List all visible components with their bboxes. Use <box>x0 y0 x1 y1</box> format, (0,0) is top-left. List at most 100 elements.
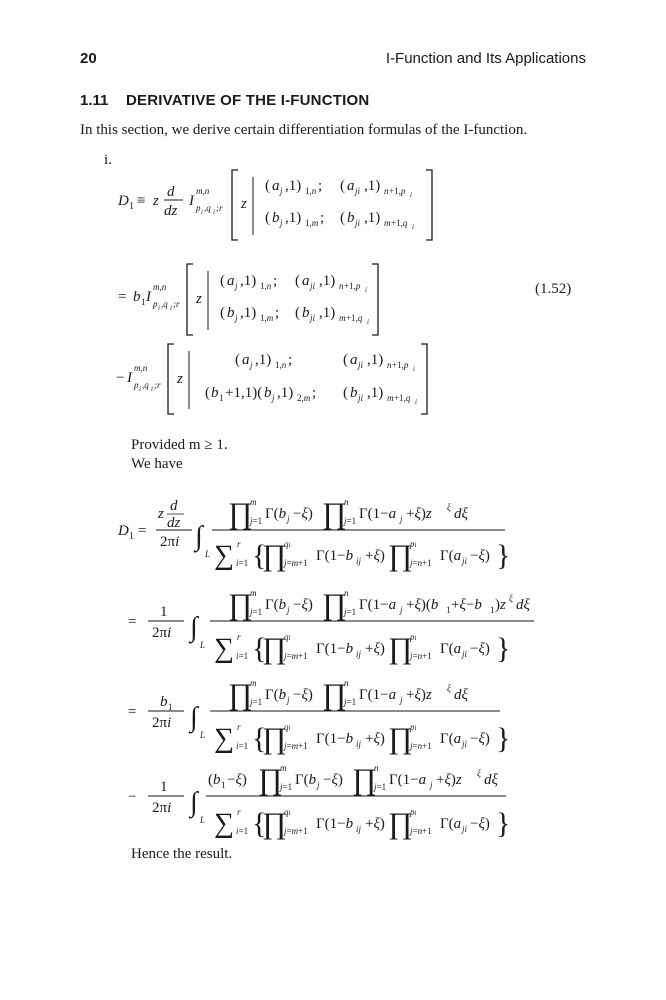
svg-text:∏: ∏ <box>228 588 253 621</box>
svg-text:Γ(b: Γ(b <box>265 506 287 522</box>
svg-text:j=n+1: j=n+1 <box>409 558 432 568</box>
svg-text:j: j <box>271 393 275 403</box>
svg-text:∫: ∫ <box>188 702 200 734</box>
svg-text:j=n+1: j=n+1 <box>409 741 432 751</box>
we-have-text: We have <box>131 456 183 472</box>
svg-text:(: ( <box>220 305 225 321</box>
svg-text:I: I <box>126 370 133 386</box>
svg-text:p: p <box>152 299 158 309</box>
svg-text:(: ( <box>340 210 345 226</box>
svg-text:j: j <box>279 186 283 196</box>
section-title: DERIVATIVE OF THE I-FUNCTION <box>126 92 370 109</box>
svg-text:=: = <box>128 614 136 630</box>
item-label: i. <box>104 152 112 168</box>
svg-text:d: d <box>170 498 178 514</box>
svg-text:{: { <box>252 632 266 665</box>
svg-text:i: i <box>170 304 172 312</box>
svg-text:qi: qi <box>284 539 291 549</box>
svg-text:{: { <box>252 807 266 840</box>
svg-text:∏: ∏ <box>228 678 253 711</box>
svg-text:Γ(a: Γ(a <box>440 548 461 564</box>
svg-text:∏: ∏ <box>322 497 347 530</box>
svg-text:dξ: dξ <box>454 687 469 703</box>
svg-text:−ξ): −ξ) <box>323 772 343 788</box>
svg-text:Γ(1−b: Γ(1−b <box>316 731 354 747</box>
svg-text:pi: pi <box>409 722 417 732</box>
svg-text:j: j <box>286 605 290 615</box>
svg-text:(: ( <box>295 273 300 289</box>
svg-text:∑: ∑ <box>214 633 234 664</box>
svg-text:,1): ,1) <box>240 273 256 289</box>
svg-text:b: b <box>133 289 141 305</box>
svg-text:a: a <box>302 273 310 289</box>
svg-text:m,n: m,n <box>196 186 210 196</box>
equation-number: (1.52) <box>535 281 572 297</box>
svg-text:(: ( <box>295 305 300 321</box>
svg-text:+ξ)z: +ξ)z <box>406 506 432 522</box>
svg-text:n: n <box>344 588 349 598</box>
svg-text:n: n <box>374 763 379 773</box>
svg-text:,1): ,1) <box>319 305 335 321</box>
svg-text:Γ(a: Γ(a <box>440 816 461 832</box>
svg-text:m: m <box>384 218 391 228</box>
svg-text:j: j <box>316 780 320 790</box>
svg-text:j: j <box>399 514 403 524</box>
svg-text:1,m: 1,m <box>260 313 274 323</box>
svg-text:(: ( <box>265 178 270 194</box>
svg-text:Γ(1−a: Γ(1−a <box>389 772 426 788</box>
svg-text:(b: (b <box>208 772 221 788</box>
svg-text:(: ( <box>343 352 348 368</box>
svg-text:r: r <box>237 807 241 817</box>
svg-text:=: = <box>138 523 146 539</box>
svg-text:pi: pi <box>409 807 417 817</box>
svg-text:=: = <box>118 289 126 305</box>
conclusion-text: Hence the result. <box>131 846 233 862</box>
svg-text:j=1: j=1 <box>343 516 356 526</box>
svg-text:n: n <box>387 360 392 370</box>
svg-text:ij: ij <box>356 824 362 834</box>
svg-text:i=1: i=1 <box>236 741 248 751</box>
svg-text:j=1: j=1 <box>343 607 356 617</box>
svg-text:j: j <box>279 218 283 228</box>
svg-text:+ξ)z: +ξ)z <box>406 687 432 703</box>
svg-text:i: i <box>415 398 417 406</box>
svg-text:∏: ∏ <box>388 807 413 840</box>
svg-text:i: i <box>413 365 415 373</box>
svg-text:+1,1)(: +1,1)( <box>225 385 262 401</box>
svg-text:i: i <box>367 318 369 326</box>
svg-text:Γ(1−a: Γ(1−a <box>359 597 396 613</box>
svg-text:D: D <box>117 193 129 209</box>
svg-text:∏: ∏ <box>352 763 377 796</box>
svg-text:1: 1 <box>219 393 224 403</box>
svg-text:j: j <box>399 605 403 615</box>
svg-text:j=1: j=1 <box>373 782 386 792</box>
svg-text:m,n: m,n <box>153 282 167 292</box>
svg-text:∏: ∏ <box>388 722 413 755</box>
svg-text:,1): ,1) <box>255 352 271 368</box>
svg-text:∏: ∏ <box>322 678 347 711</box>
svg-text:;r: ;r <box>216 203 223 213</box>
svg-text:,1): ,1) <box>240 305 256 321</box>
svg-text:j: j <box>234 313 238 323</box>
svg-text:2,m: 2,m <box>297 393 311 403</box>
svg-text:m: m <box>387 393 394 403</box>
svg-text:∏: ∏ <box>258 763 283 796</box>
svg-text:m: m <box>250 678 257 688</box>
svg-text:i: i <box>151 385 153 393</box>
svg-text:}: } <box>496 722 510 755</box>
svg-text:ji: ji <box>354 218 361 228</box>
svg-text:2πi: 2πi <box>152 625 171 641</box>
svg-text:+ξ): +ξ) <box>365 731 385 747</box>
svg-text:Γ(1−b: Γ(1−b <box>316 816 354 832</box>
page-number: 20 <box>80 50 97 67</box>
svg-text:∏: ∏ <box>262 722 287 755</box>
svg-text:,q: ,q <box>142 380 149 390</box>
svg-text:+1,p: +1,p <box>389 186 406 196</box>
svg-text:}: } <box>496 632 510 665</box>
svg-text:m,n: m,n <box>134 363 148 373</box>
svg-text:−ξ): −ξ) <box>470 731 490 747</box>
svg-text:,1): ,1) <box>367 385 383 401</box>
svg-text:+ξ): +ξ) <box>365 548 385 564</box>
svg-text:−: − <box>116 370 124 386</box>
svg-text:∑: ∑ <box>214 540 234 571</box>
